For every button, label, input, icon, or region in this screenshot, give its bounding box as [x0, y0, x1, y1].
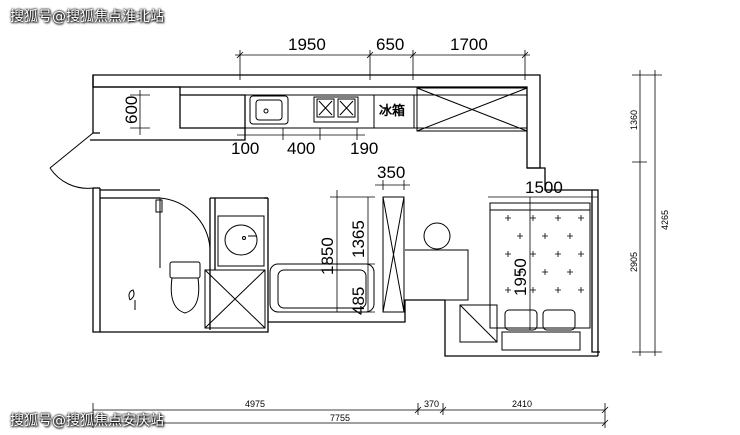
dim-sofa-485: 485	[349, 287, 368, 315]
fridge-label: 冰箱	[379, 103, 405, 118]
walls	[90, 74, 600, 357]
dim-sofa-1365: 1365	[349, 220, 368, 258]
dim-sofa-1850: 1850	[318, 237, 337, 275]
dim-bed-1500: 1500	[525, 178, 563, 197]
living-furniture	[269, 196, 498, 343]
dim-top-650: 650	[376, 35, 404, 54]
dim-sink-100: 100	[231, 139, 259, 158]
dim-bottom-4975: 4975	[245, 399, 265, 409]
bed-pattern	[505, 215, 584, 293]
dim-right-4265: 4265	[660, 210, 670, 230]
dim-left-600: 600	[122, 96, 141, 124]
dim-bottom-7755: 7755	[330, 413, 350, 423]
bed	[489, 202, 591, 351]
dim-top-1700: 1700	[450, 35, 488, 54]
kitchen-counter	[244, 87, 528, 132]
dim-right-1360: 1360	[629, 110, 639, 130]
front-door	[49, 132, 94, 189]
bathroom-fixtures	[128, 215, 266, 329]
watermark-top: 搜狐号@搜狐焦点淮北站	[10, 9, 164, 25]
dim-cab-350: 350	[377, 163, 405, 182]
dim-right-2905: 2905	[629, 252, 639, 272]
dim-sink-400: 400	[287, 139, 315, 158]
dim-stove-190: 190	[350, 139, 378, 158]
watermark-bottom: 搜狐号@搜狐焦点安庆站	[10, 413, 164, 429]
dimension-lines	[92, 50, 662, 428]
dim-bed-1950: 1950	[511, 258, 530, 296]
bathroom-door	[155, 197, 211, 268]
dim-bottom-370: 370	[424, 399, 439, 409]
dim-top-1950: 1950	[288, 35, 326, 54]
dim-bottom-2410: 2410	[512, 399, 532, 409]
